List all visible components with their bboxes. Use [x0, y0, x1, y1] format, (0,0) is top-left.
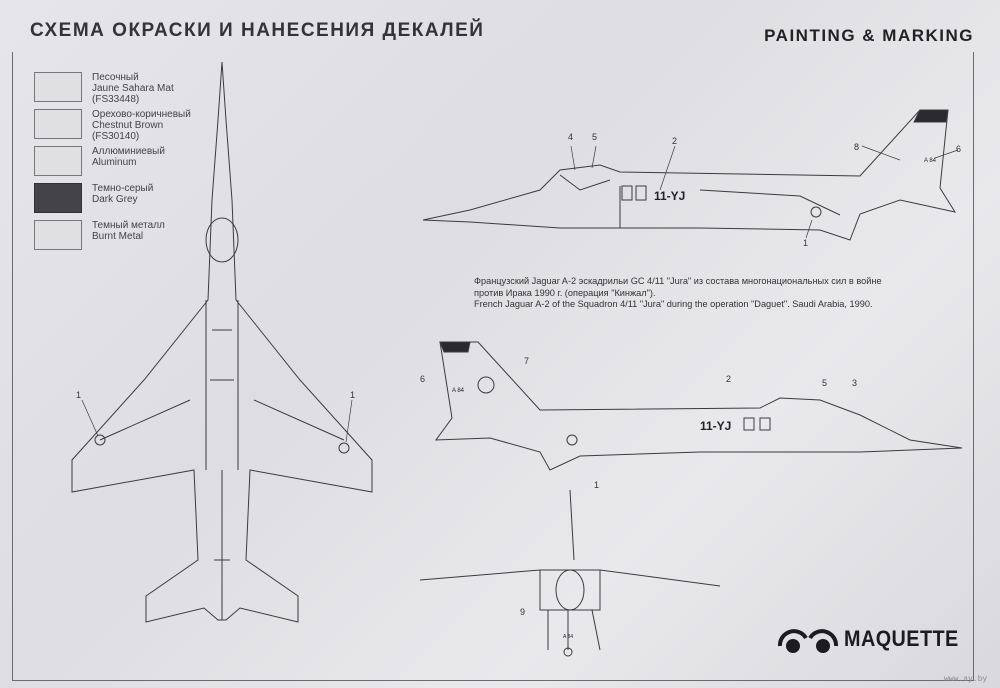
label: Dark Grey — [92, 194, 138, 205]
caption-ru-1: Французский Jaguar A-2 эскадрильи GC 4/1… — [474, 276, 882, 286]
swatch — [34, 183, 82, 213]
callout: 2 — [672, 136, 677, 146]
callout: 7 — [524, 356, 529, 366]
label: Темный металл — [92, 220, 165, 231]
sheet-border — [12, 52, 974, 681]
top-view-aircraft — [71, 61, 373, 623]
swatch — [34, 72, 82, 102]
callout: 1 — [803, 238, 808, 248]
caption-ru-2: против Ирака 1990 г. (операция "Кинжал")… — [474, 287, 656, 298]
callout: 4 — [568, 132, 573, 142]
front-view-aircraft — [419, 489, 721, 657]
callout: 6 — [956, 144, 961, 154]
label: Jaune Sahara Mat — [92, 83, 174, 94]
swatch — [34, 109, 82, 139]
callout: 6 — [420, 374, 425, 384]
swatch — [34, 220, 82, 250]
title-russian: СХЕМА ОКРАСКИ И НАНЕСЕНИЯ ДЕКАЛЕЙ — [30, 20, 485, 41]
callout: 5 — [822, 378, 827, 388]
caption-en: French Jaguar A-2 of the Squadron 4/11 "… — [474, 299, 873, 309]
callout: 1 — [350, 390, 355, 400]
label: Орехово-коричневый — [92, 109, 191, 120]
label: (FS30140) — [92, 131, 140, 142]
callout: 2 — [726, 374, 731, 384]
label: Темно-серый — [92, 183, 154, 194]
logo-eyes-icon — [778, 629, 838, 653]
label: Burnt Metal — [92, 231, 144, 242]
maquette-logo: MAQUETTE — [776, 624, 971, 654]
watermark: www.ay.by — [944, 675, 988, 684]
callout: 9 — [520, 607, 525, 617]
callout: 1 — [594, 480, 599, 490]
aircraft-caption: Французский Jaguar A-2 эскадрильи GC 4/1… — [474, 276, 882, 311]
swatch — [34, 146, 82, 176]
label: (FS33448) — [92, 94, 140, 105]
side-view-right-aircraft — [434, 341, 963, 471]
title-english: PAINTING & MARKING — [764, 26, 974, 45]
tail-marking: A 84 — [924, 158, 937, 164]
callout: 5 — [592, 132, 597, 142]
code-marking: 11-YJ — [654, 189, 685, 203]
label: Аллюминиевый — [92, 146, 165, 157]
label: Aluminum — [92, 157, 137, 168]
callout: 8 — [854, 142, 859, 152]
brand-name: MAQUETTE — [844, 626, 959, 651]
label: Песочный — [92, 72, 139, 83]
label: Chestnut Brown — [92, 120, 164, 131]
callout: 3 — [852, 378, 857, 388]
front-tail-marking: A 84 — [563, 634, 573, 640]
side-view-left-aircraft — [422, 109, 959, 241]
tail-marking-right: A 84 — [452, 388, 465, 394]
code-marking-right: 11-YJ — [700, 419, 731, 433]
callout: 1 — [76, 390, 81, 400]
